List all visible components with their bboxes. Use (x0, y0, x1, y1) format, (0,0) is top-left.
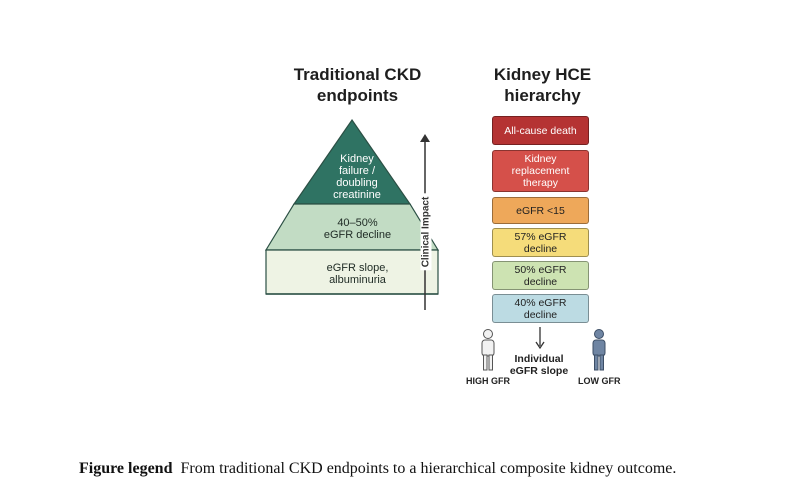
box3-line2: decline (523, 242, 558, 255)
tier-top-line3: doubling (336, 177, 378, 189)
figure-caption: Figure legend From traditional CKD endpo… (79, 460, 676, 478)
pyramid-diagram (264, 118, 440, 295)
box5-line2: decline (523, 308, 558, 321)
box1-line3: therapy (522, 177, 559, 189)
right-title-line2: hierarchy (504, 86, 581, 105)
person-low-gfr-icon (592, 329, 606, 371)
hce-box-egfr-15: eGFR <15 (492, 197, 589, 224)
box1-line2: replacement (511, 165, 570, 177)
box3-line1: 57% eGFR (514, 230, 567, 243)
hce-box-57-egfr-decline: 57% eGFR decline (492, 228, 589, 257)
left-title-line2: endpoints (316, 86, 399, 105)
hce-box-all-cause-death: All-cause death (492, 116, 589, 145)
left-title-line1: Traditional CKD (293, 65, 422, 84)
box5-line1: 40% eGFR (514, 296, 567, 309)
hce-box-40-egfr-decline: 40% eGFR decline (492, 294, 589, 323)
box1-line1: Kidney (524, 153, 557, 165)
box2-line1: eGFR <15 (516, 204, 565, 217)
tier-bottom-line2: albuminuria (329, 274, 386, 286)
caption-label: Figure legend (79, 460, 173, 477)
tier-bottom-line1: eGFR slope, (326, 262, 389, 274)
individual-egfr-slope-label: Individual eGFR slope (505, 353, 573, 377)
hce-box-50-egfr-decline: 50% eGFR decline (492, 261, 589, 290)
down-arrow-icon (535, 327, 545, 350)
tier-top-line4: creatinine (333, 189, 381, 201)
low-gfr-label: LOW GFR (578, 376, 621, 386)
box4-line2: decline (523, 275, 558, 288)
high-gfr-label: HIGH GFR (466, 376, 510, 386)
tier-top-line1: Kidney (340, 153, 374, 165)
right-panel-title: Kidney HCE hierarchy (470, 64, 615, 106)
clinical-impact-label: Clinical Impact (420, 193, 432, 271)
tier-middle-line1: 40–50% (337, 217, 378, 229)
tier-bottom-label: eGFR slope, albuminuria (305, 262, 410, 286)
hce-box-kidney-replacement-therapy: Kidney replacement therapy (492, 150, 589, 192)
slope-line1: Individual (514, 353, 564, 365)
box4-line1: 50% eGFR (514, 263, 567, 276)
tier-middle-line2: eGFR decline (323, 229, 392, 241)
person-high-gfr-icon (481, 329, 495, 371)
slope-line2: eGFR slope (509, 365, 569, 377)
caption-text: From traditional CKD endpoints to a hier… (180, 460, 677, 477)
tier-top-line2: failure / (338, 165, 376, 177)
tier-middle-label: 40–50% eGFR decline (305, 217, 410, 241)
tier-top-label: Kidney failure / doubling creatinine (322, 153, 392, 201)
right-title-line1: Kidney HCE (493, 65, 592, 84)
left-panel-title: Traditional CKD endpoints (270, 64, 445, 106)
box0-line1: All-cause death (504, 124, 577, 137)
